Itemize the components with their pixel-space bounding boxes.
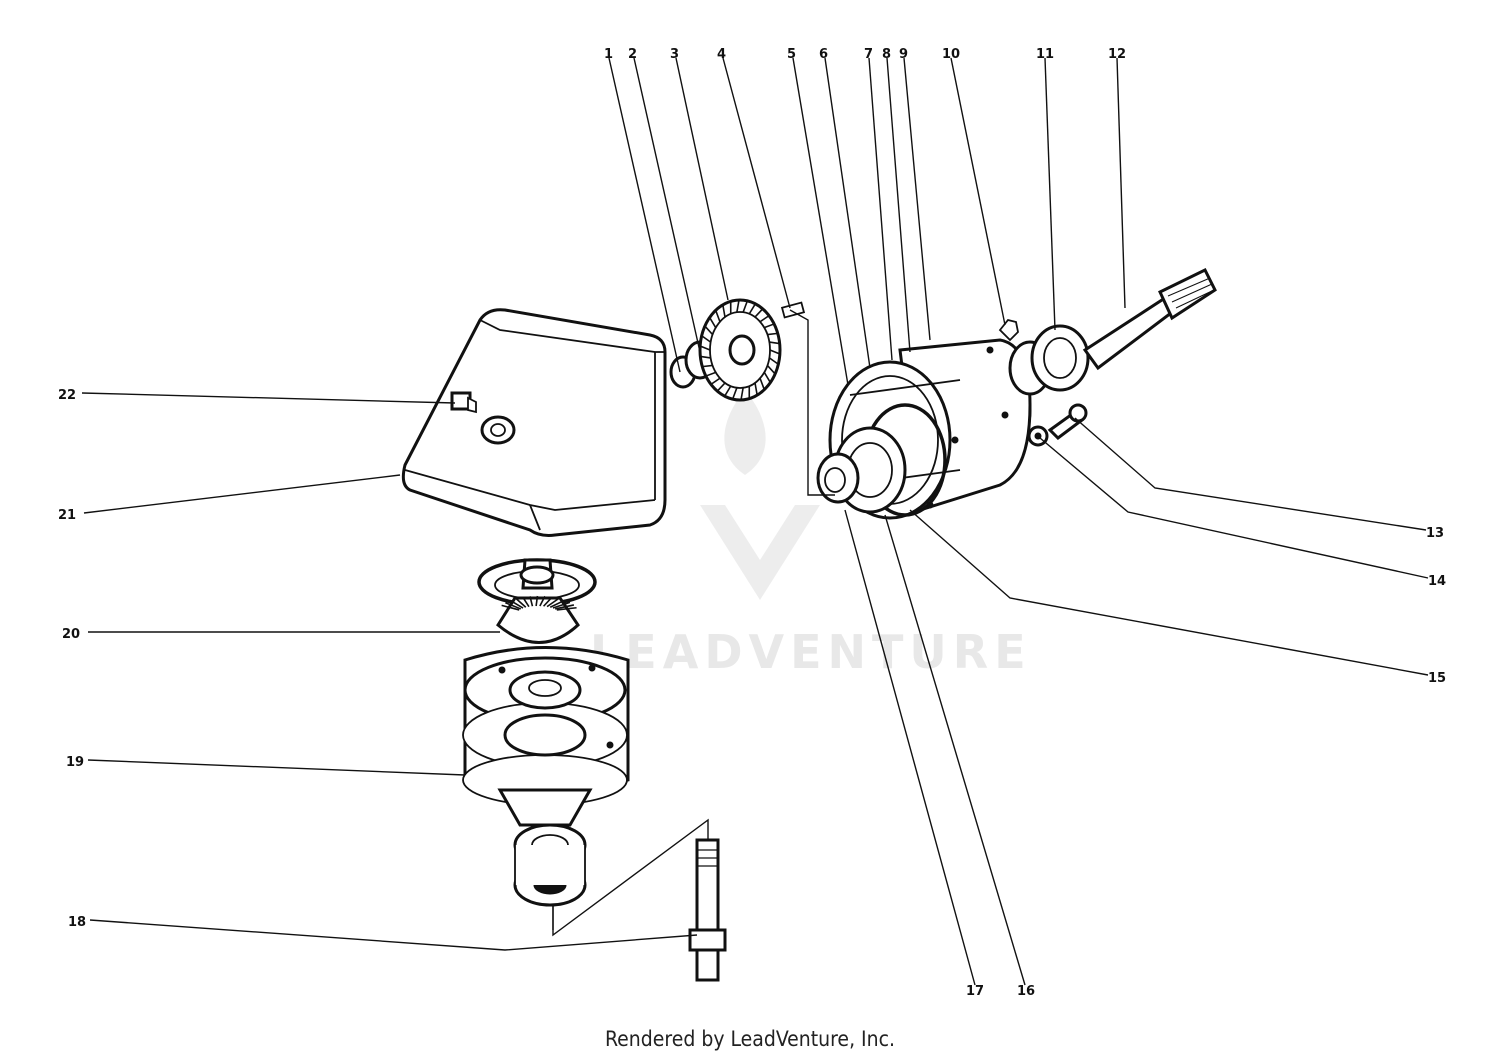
callout-6: 6 [819, 47, 828, 62]
gear-tooth [768, 357, 779, 365]
callout-14: 14 [1428, 574, 1446, 589]
gear-tooth [748, 303, 757, 315]
grease-fitting [998, 318, 1019, 342]
key [780, 301, 806, 319]
callout-leaders [81, 57, 1429, 986]
gear-tooth [759, 377, 766, 390]
watermark-text: LEADVENTURE [590, 625, 1032, 679]
gear-tooth [716, 382, 726, 392]
callout-1: 1 [604, 47, 613, 62]
gear-tooth [515, 598, 527, 608]
callout-19: 19 [66, 755, 84, 770]
callout-2: 2 [628, 47, 637, 62]
gear-tooth [699, 345, 711, 351]
callout-13: 13 [1426, 526, 1444, 541]
gear-tooth [522, 596, 530, 608]
shaft-assembly [1008, 267, 1217, 396]
callout-5: 5 [787, 47, 796, 62]
gear-tooth [535, 595, 539, 607]
gear-tooth [539, 595, 546, 607]
callout-3: 3 [670, 47, 679, 62]
gear-tooth [705, 371, 717, 377]
callout-22: 22 [58, 388, 76, 403]
bolt-washer [1027, 403, 1088, 447]
watermark: LEADVENTURE [590, 390, 1032, 679]
lower-bearings [513, 823, 587, 907]
gear-tooth [763, 323, 775, 329]
gear-tooth [754, 382, 758, 396]
gear-tooth [505, 601, 522, 610]
bearing-housing-right [816, 318, 1032, 520]
gear-tooth [742, 300, 749, 313]
bevel-gear-lower [477, 558, 597, 644]
gear-tooth [542, 596, 553, 607]
gear-tooth [759, 314, 770, 323]
gear-tooth [723, 385, 732, 397]
reference-lines [552, 309, 835, 937]
gear-tooth [714, 310, 721, 323]
gear-housing [401, 308, 667, 537]
gear-tooth [700, 355, 711, 359]
callout-11: 11 [1036, 47, 1054, 62]
callout-7: 7 [864, 47, 873, 62]
callout-20: 20 [62, 627, 80, 642]
gear-tooth [708, 317, 717, 329]
callout-8: 8 [882, 47, 891, 62]
callout-17: 17 [966, 984, 984, 999]
gear-tooth [769, 341, 780, 345]
lower-bearing-housing [462, 646, 630, 827]
gear-tooth [736, 299, 740, 313]
drive-pin [688, 838, 727, 982]
callout-15: 15 [1428, 671, 1446, 686]
bevel-gear-upper [669, 298, 806, 402]
gear-tooth [529, 596, 534, 607]
callout-labels: 1 2 3 4 5 6 7 8 9 10 11 12 13 14 15 16 1… [58, 47, 1446, 999]
gear-tooth [546, 597, 560, 608]
callout-10: 10 [942, 47, 960, 62]
gear-tooth [501, 604, 520, 611]
footer-credit: Rendered by LeadVenture, Inc. [605, 1027, 895, 1051]
gear-tooth [702, 364, 713, 368]
callout-4: 4 [717, 47, 726, 62]
gear-tooth [509, 599, 524, 609]
gear-tooth [701, 335, 712, 343]
gear-tooth [769, 349, 781, 355]
gear-tooth [555, 604, 575, 610]
gear-tooth [740, 387, 744, 401]
callout-21: 21 [58, 508, 76, 523]
callout-18: 18 [68, 915, 86, 930]
gear-tooth [556, 606, 577, 611]
callout-16: 16 [1017, 984, 1035, 999]
callout-12: 12 [1108, 47, 1126, 62]
gear-tooth [704, 325, 714, 336]
gear-tooth [766, 364, 776, 375]
gear-tooth [552, 601, 571, 609]
gear-tooth [763, 371, 772, 383]
gear-tooth [722, 304, 726, 318]
gear-tooth [731, 387, 738, 400]
callout-9: 9 [899, 47, 908, 62]
gear-tooth [767, 332, 778, 336]
gear-tooth [710, 377, 721, 386]
gear-tooth [549, 599, 566, 608]
gear-tooth [754, 308, 764, 318]
